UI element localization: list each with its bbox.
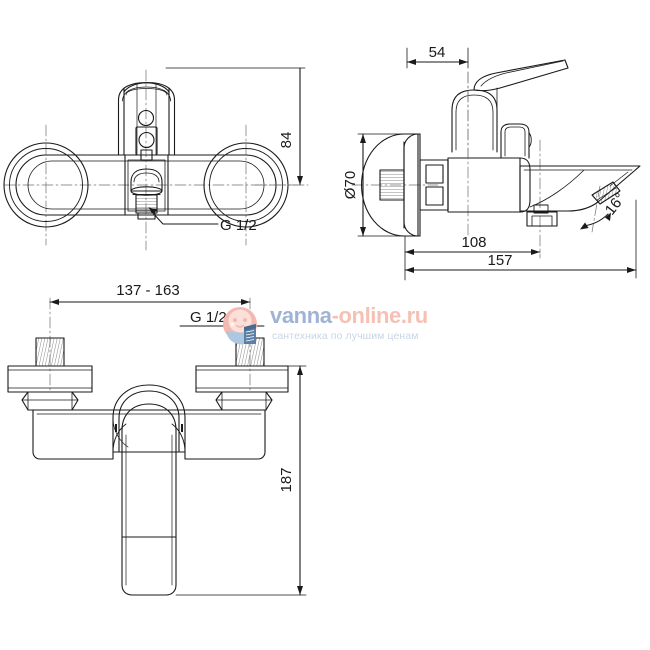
view-top-left — [3, 67, 309, 251]
dim-label-g12-top: G 1/2 — [220, 217, 257, 234]
dim-label-187: 187 — [278, 467, 295, 492]
view-top-right — [351, 47, 641, 281]
dim-label-108: 108 — [461, 234, 486, 251]
dim-label-137-163: 137 - 163 — [116, 282, 179, 299]
view-bottom-left — [7, 297, 307, 596]
dim-label-diameter-70: Ø70 — [342, 171, 359, 199]
dim-label-54: 54 — [429, 44, 446, 61]
dim-label-157: 157 — [487, 252, 512, 269]
dim-label-g12-bottom: G 1/2 — [190, 309, 227, 326]
dim-label-84: 84 — [278, 132, 295, 149]
